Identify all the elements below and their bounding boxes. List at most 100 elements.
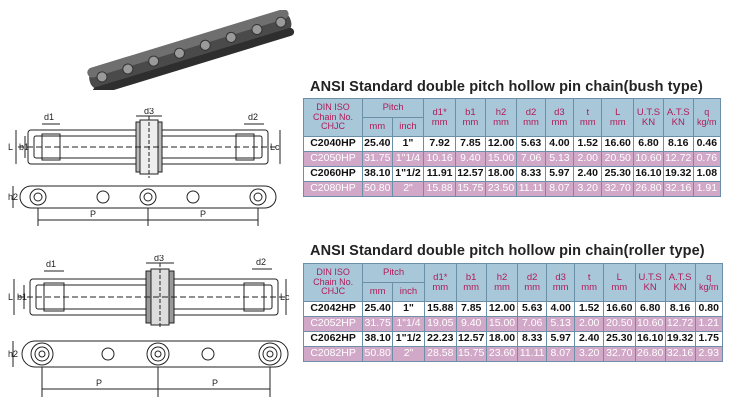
table-cell: 26.80 xyxy=(633,181,664,197)
table-cell: 1.52 xyxy=(574,301,604,317)
roller-type-title: ANSI Standard double pitch hollow pin ch… xyxy=(310,243,705,259)
table-cell: 2" xyxy=(391,181,425,197)
table-cell: 10.60 xyxy=(634,316,666,332)
table-cell: 16.60 xyxy=(602,301,636,317)
table-cell: 19.05 xyxy=(423,316,457,332)
label-d2: d2 xyxy=(248,112,258,122)
label-d3: d3 xyxy=(154,255,164,263)
table-cell: 25.40 xyxy=(362,301,394,317)
table-cell: 2.93 xyxy=(694,346,724,362)
table-cell: 1" xyxy=(391,136,425,152)
table-cell: 3.20 xyxy=(574,346,604,362)
label-L: L xyxy=(8,142,13,152)
table-cell: 20.50 xyxy=(601,151,635,167)
table-cell: 2.40 xyxy=(573,166,603,182)
table-cell: 25.40 xyxy=(361,136,393,152)
table-cell: 31.75 xyxy=(361,151,393,167)
header-d1: d1*mm xyxy=(423,263,457,302)
table-cell: 25.30 xyxy=(602,331,636,347)
table-cell: 31.75 xyxy=(362,316,394,332)
table-cell: C2060HP xyxy=(303,166,363,182)
table-cell: 32.70 xyxy=(602,346,636,362)
table-cell: 38.10 xyxy=(361,166,393,182)
header-pitch-mm: mm xyxy=(362,282,394,302)
table-cell: 32.16 xyxy=(664,346,696,362)
label-Lc: Lc xyxy=(280,292,290,302)
table-cell: 2.40 xyxy=(574,331,604,347)
label-d3: d3 xyxy=(144,108,154,116)
table-cell: C2082HP xyxy=(302,346,364,362)
table-cell: 6.80 xyxy=(634,301,666,317)
table-cell: 4.00 xyxy=(545,301,576,317)
table-cell: 0.80 xyxy=(694,301,724,317)
header-pitch-mm: mm xyxy=(361,117,393,137)
table-cell: 22.23 xyxy=(423,331,457,347)
table-cell: 10.60 xyxy=(633,151,664,167)
table-cell: 16.60 xyxy=(601,136,635,152)
roller-type-drawing: d1 d3 d2 L b1 Lc h2 P P xyxy=(8,255,290,397)
table-cell: 7.06 xyxy=(516,151,546,167)
table-cell: 5.63 xyxy=(516,136,546,152)
table-cell: 1.21 xyxy=(694,316,724,332)
table-cell: 12.57 xyxy=(454,166,486,182)
table-cell: 1"1/4 xyxy=(391,151,425,167)
table-cell: 11.11 xyxy=(517,346,547,362)
table-cell: 12.72 xyxy=(664,316,696,332)
header-pitch: Pitch xyxy=(361,98,425,118)
table-cell: 25.30 xyxy=(601,166,635,182)
table-cell: 9.40 xyxy=(455,316,487,332)
table-cell: 2" xyxy=(392,346,425,362)
header-chain-no: DIN ISO Chain No. CHJC xyxy=(303,98,363,137)
label-L: L xyxy=(8,292,13,302)
table-cell: C2080HP xyxy=(303,181,363,197)
label-d1: d1 xyxy=(46,259,56,269)
header-pitch-inch: inch xyxy=(391,117,425,137)
table-cell: 6.80 xyxy=(633,136,664,152)
header-pitch: Pitch xyxy=(362,263,425,283)
label-d2: d2 xyxy=(256,257,266,267)
table-cell: 5.63 xyxy=(517,301,547,317)
table-cell: 12.57 xyxy=(455,331,487,347)
table-cell: 11.91 xyxy=(423,166,456,182)
table-cell: 15.75 xyxy=(455,346,487,362)
table-cell: 15.00 xyxy=(484,151,518,167)
table-cell: 8.07 xyxy=(545,346,576,362)
table-cell: 12.72 xyxy=(662,151,694,167)
label-P-left: P xyxy=(96,378,102,388)
table-cell: 18.00 xyxy=(484,166,518,182)
table-cell: 7.85 xyxy=(455,301,487,317)
table-cell: 11.11 xyxy=(516,181,546,197)
table-cell: 16.10 xyxy=(633,166,664,182)
table-cell: C2052HP xyxy=(302,316,364,332)
table-cell: 20.50 xyxy=(602,316,636,332)
table-cell: 5.13 xyxy=(545,316,576,332)
table-cell: 15.00 xyxy=(485,316,519,332)
table-cell: 12.00 xyxy=(485,301,519,317)
table-cell: 2.00 xyxy=(573,151,603,167)
table-cell: 1.91 xyxy=(692,181,722,197)
table-cell: 1"1/2 xyxy=(391,166,425,182)
table-cell: 32.16 xyxy=(662,181,694,197)
table-cell: 7.85 xyxy=(454,136,486,152)
table-cell: 5.97 xyxy=(545,331,576,347)
